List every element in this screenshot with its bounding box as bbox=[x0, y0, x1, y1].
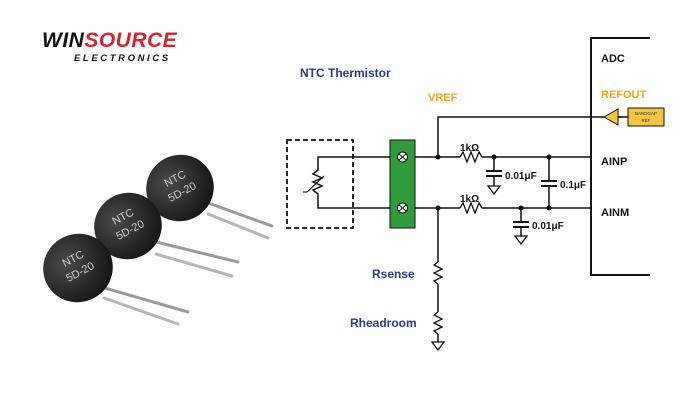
capacitor-top: 0.01μF bbox=[486, 157, 537, 196]
circuit-title: NTC Thermistor bbox=[300, 66, 391, 80]
dashed-box bbox=[286, 139, 354, 229]
terminal-block bbox=[389, 139, 416, 229]
lead-wire bbox=[198, 198, 274, 228]
junction-dot bbox=[546, 205, 552, 211]
resistor-bottom bbox=[459, 201, 483, 215]
thermistor-tick bbox=[306, 175, 325, 193]
rheadroom-resistor bbox=[432, 311, 444, 335]
cap-bottom-label: 0.01μF bbox=[532, 221, 564, 232]
vref-label: VREF bbox=[428, 92, 458, 104]
thermistor-component-2: NTC 5D-20 bbox=[94, 192, 240, 278]
vref-wire bbox=[437, 116, 591, 157]
lead-wire bbox=[96, 284, 190, 314]
ground-icon bbox=[430, 341, 446, 352]
capacitor-bottom: 0.01μF bbox=[513, 208, 564, 246]
adc-label: ADC bbox=[601, 53, 625, 65]
thermistor-symbol bbox=[311, 156, 353, 209]
ground-icon bbox=[513, 235, 529, 246]
lead-wire bbox=[154, 252, 234, 278]
logo-win: WIN bbox=[42, 29, 85, 52]
rsense-label: Rsense bbox=[372, 267, 415, 281]
logo-subtitle: ELECTRONICS bbox=[74, 53, 171, 64]
lead-wire bbox=[206, 212, 270, 240]
ref-label: REF bbox=[642, 118, 651, 123]
thermistor-disc bbox=[94, 192, 162, 260]
cap-mid-label: 0.1μF bbox=[560, 180, 586, 191]
thermistor-disc bbox=[146, 154, 214, 222]
lead-wire bbox=[102, 296, 180, 326]
capacitor-mid: 0.1μF bbox=[541, 157, 586, 208]
refout-label: REFOUT bbox=[601, 89, 647, 101]
bandgap-label: BANDGAP bbox=[635, 111, 657, 116]
resistor-top bbox=[459, 150, 483, 164]
adc-block: ADC REFOUT AINP AINM BANDGAP REF bbox=[590, 37, 665, 276]
lead-wire bbox=[146, 238, 240, 264]
thermistor-symbol-box bbox=[286, 139, 354, 229]
ainp-label: AINP bbox=[601, 156, 627, 168]
ground-icon bbox=[486, 185, 502, 196]
cap-top-label: 0.01μF bbox=[505, 171, 537, 182]
ainm-label: AINM bbox=[601, 207, 629, 219]
r-bottom-label: 1kΩ bbox=[460, 194, 479, 205]
screw-slot bbox=[398, 204, 407, 212]
thermistor-component-1: NTC 5D-20 bbox=[43, 233, 190, 326]
buffer-triangle bbox=[602, 108, 619, 126]
junction-dot bbox=[435, 154, 441, 160]
logo-wordmark: WINSOURCE bbox=[42, 30, 177, 51]
r-top-label: 1kΩ bbox=[460, 143, 479, 154]
logo-source: SOURCE bbox=[84, 29, 178, 52]
screw-slot bbox=[398, 153, 407, 161]
rsense-resistor bbox=[432, 261, 444, 285]
thermistor-component-3: NTC 5D-20 bbox=[146, 154, 274, 240]
rheadroom-label: Rheadroom bbox=[350, 316, 417, 330]
thermistor-disc bbox=[43, 233, 113, 303]
